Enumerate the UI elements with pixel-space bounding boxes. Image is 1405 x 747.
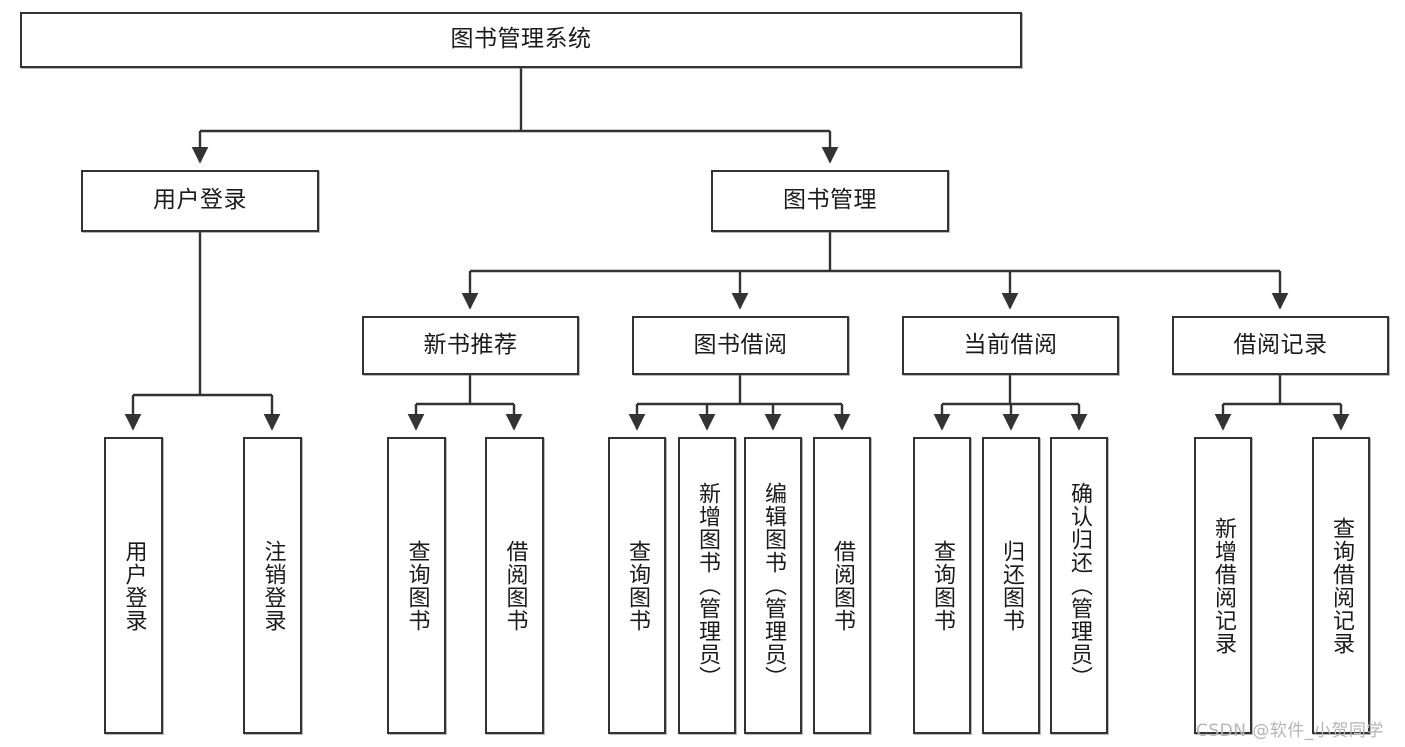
node-borrow-records-label: 借阅记录 (1233, 331, 1328, 358)
leaf-user-login-label: 用户登录 (121, 539, 147, 632)
leaf-confirm-return-admin-label: 确认归还（管理员） (1066, 482, 1092, 689)
node-book-management-label: 图书管理 (783, 187, 877, 214)
node-current-borrow[interactable]: 当前借阅 (902, 316, 1119, 375)
node-new-book-recommend-label: 新书推荐 (423, 331, 518, 358)
leaf-borrow-books-borrow[interactable]: 借阅图书 (813, 437, 871, 734)
leaf-add-book-admin-label: 新增图书（管理员） (694, 482, 720, 689)
leaf-edit-book-admin[interactable]: 编辑图书（管理员） (744, 437, 802, 734)
leaf-query-books-newbooks-label: 查询图书 (404, 539, 430, 632)
leaf-return-books[interactable]: 归还图书 (982, 437, 1040, 734)
leaf-query-borrow-record-label: 查询借阅记录 (1328, 516, 1354, 655)
leaf-query-books-borrow[interactable]: 查询图书 (608, 437, 666, 734)
leaf-borrow-books-borrow-label: 借阅图书 (829, 539, 855, 632)
csdn-watermark: CSDN @软件_小贺同学 (1196, 721, 1384, 741)
leaf-borrow-books-newbooks[interactable]: 借阅图书 (485, 437, 544, 734)
leaf-query-books-borrow-label: 查询图书 (624, 539, 650, 632)
leaf-add-book-admin[interactable]: 新增图书（管理员） (678, 437, 736, 734)
leaf-logout-label: 注销登录 (260, 539, 286, 632)
leaf-query-borrow-record[interactable]: 查询借阅记录 (1312, 437, 1370, 734)
leaf-user-login[interactable]: 用户登录 (104, 437, 163, 734)
node-user-login[interactable]: 用户登录 (81, 170, 319, 232)
leaf-return-books-label: 归还图书 (998, 539, 1024, 632)
node-root[interactable]: 图书管理系统 (20, 12, 1022, 68)
leaf-query-books-current-label: 查询图书 (929, 539, 955, 632)
node-book-management[interactable]: 图书管理 (711, 170, 949, 232)
node-book-borrow[interactable]: 图书借阅 (632, 316, 849, 375)
leaf-add-borrow-record-label: 新增借阅记录 (1210, 516, 1236, 655)
leaf-add-borrow-record[interactable]: 新增借阅记录 (1194, 437, 1252, 734)
node-current-borrow-label: 当前借阅 (963, 331, 1058, 358)
node-borrow-records[interactable]: 借阅记录 (1172, 316, 1389, 375)
leaf-query-books-current[interactable]: 查询图书 (913, 437, 971, 734)
node-root-label: 图书管理系统 (450, 26, 592, 53)
node-user-login-label: 用户登录 (153, 187, 247, 214)
leaf-edit-book-admin-label: 编辑图书（管理员） (760, 482, 786, 689)
leaf-borrow-books-newbooks-label: 借阅图书 (502, 539, 528, 632)
node-new-book-recommend[interactable]: 新书推荐 (362, 316, 579, 375)
leaf-query-books-newbooks[interactable]: 查询图书 (387, 437, 446, 734)
leaf-confirm-return-admin[interactable]: 确认归还（管理员） (1050, 437, 1108, 734)
node-book-borrow-label: 图书借阅 (693, 331, 788, 358)
leaf-logout[interactable]: 注销登录 (243, 437, 302, 734)
